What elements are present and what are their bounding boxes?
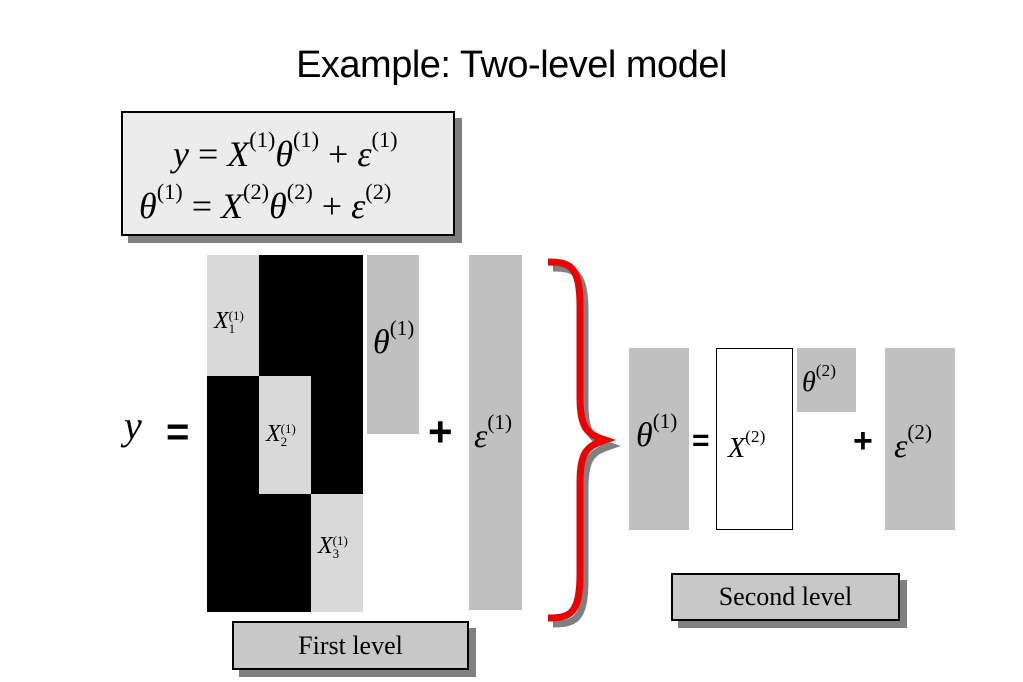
theta1-second-label: θ(1): [636, 409, 678, 454]
first-level-label: First level: [232, 621, 469, 670]
curly-brace-icon: [547, 258, 622, 628]
theta2-label: θ(2): [802, 361, 837, 398]
x3-label: X(1)3: [318, 533, 348, 562]
x2-matrix-label: X(2): [728, 427, 766, 464]
equation-line-2: θ(1) = X(2)θ(2) + ε(2): [139, 179, 392, 226]
x3-block: [311, 494, 363, 612]
y-symbol: y: [124, 403, 142, 448]
first-level-equals: =: [166, 410, 190, 454]
theta1-column: [367, 255, 419, 434]
second-level-equals: =: [692, 424, 710, 457]
epsilon1-column: [469, 255, 522, 610]
theta1-second-column: [629, 348, 689, 530]
epsilon1-label: ε(1): [474, 410, 512, 455]
second-level-label: Second level: [671, 573, 900, 621]
equation-line-1: y = X(1)θ(1) + ε(1): [173, 127, 398, 174]
second-level-plus: +: [853, 422, 873, 460]
theta1-label: θ(1): [373, 316, 415, 361]
x2-block: [259, 376, 311, 494]
x2-matrix: [716, 348, 793, 530]
x2-label: X(1)2: [266, 421, 296, 450]
epsilon2-label: ε(2): [894, 420, 932, 465]
equation-box: y = X(1)θ(1) + ε(1) θ(1) = X(2)θ(2) + ε(…: [121, 111, 455, 236]
first-level-plus: +: [428, 408, 453, 455]
x1-block: [207, 255, 259, 376]
theta2-column: [797, 348, 856, 412]
x1-label: X(1)1: [214, 308, 244, 337]
page-title: Example: Two-level model: [296, 44, 727, 86]
epsilon2-column: [885, 348, 955, 530]
